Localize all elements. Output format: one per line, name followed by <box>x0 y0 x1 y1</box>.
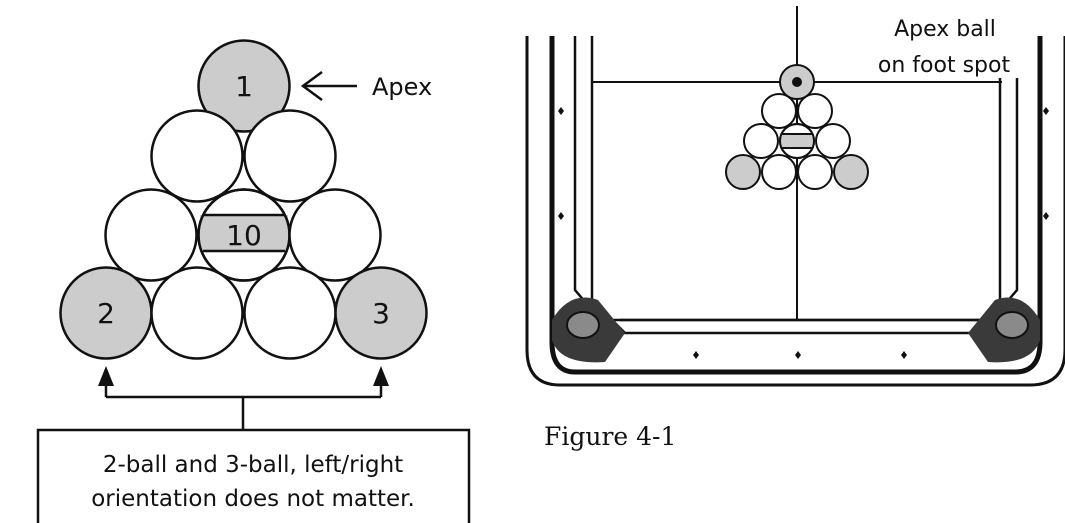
rack-balls: 1 10 <box>59 39 428 360</box>
foot-spot <box>792 77 802 87</box>
ball-row3-left <box>104 188 198 282</box>
ball-2-label: 2 <box>97 297 115 330</box>
ball-row2-right <box>243 109 337 203</box>
table-rack <box>725 64 869 190</box>
diamond-right-top <box>1043 107 1049 115</box>
ball-10-label: 10 <box>226 219 262 252</box>
apex-ball-label-line-2: on foot spot <box>878 53 1011 78</box>
rail-diamonds <box>558 107 1049 359</box>
table-ball-10-stripe <box>781 134 813 148</box>
ball-3: 3 <box>334 266 428 360</box>
pocket-left-hole <box>566 311 600 339</box>
note-line-1: 2-ball and 3-ball, left/right <box>103 452 403 478</box>
ball-3-label: 3 <box>372 297 390 330</box>
apex-ball-label-bg <box>872 6 1022 78</box>
diamond-right-bottom <box>1043 212 1049 220</box>
apex-arrow-head <box>300 70 323 102</box>
ball-3-circle <box>334 266 428 360</box>
ball-10: 10 <box>197 188 291 282</box>
table-ball-r4-mid-right <box>797 154 833 190</box>
table-inner-rail <box>549 36 1043 375</box>
table-ball-r4-mid-left <box>761 154 797 190</box>
ball-2: 2 <box>59 266 153 360</box>
apex-ball-label-line-1: Apex ball <box>894 17 996 42</box>
ball-row2-right-circle <box>243 109 337 203</box>
table-ball-3 <box>833 154 869 190</box>
cushion-bottom <box>608 318 989 335</box>
ball-row2-left-circle <box>150 109 244 203</box>
ball-row3-left-circle <box>104 188 198 282</box>
pocket-left <box>552 297 625 363</box>
ball-row4-mid-left-circle <box>150 266 244 360</box>
ball-1: 1 <box>197 39 291 133</box>
diamond-bottom-3 <box>901 351 907 359</box>
apex-pointer: Apex <box>300 70 432 102</box>
cushion-left <box>573 36 594 314</box>
ball-row3-right-circle <box>288 188 382 282</box>
pocket-right-hole <box>995 311 1029 339</box>
ball-row3-right <box>288 188 382 282</box>
table-ball-10-outline <box>779 123 815 159</box>
ball-1-circle <box>197 39 291 133</box>
diamond-left-top <box>558 107 564 115</box>
note-line-2: orientation does not matter. <box>91 486 415 512</box>
table-diagram: Apex ball on foot spot <box>525 6 1065 387</box>
ball-row4-mid-left <box>150 266 244 360</box>
bracket-right-arrowhead <box>373 366 389 386</box>
table-ball-r3-left <box>743 123 779 159</box>
ball-row2-left <box>150 109 244 203</box>
ball-1-label: 1 <box>235 70 253 103</box>
ball-row4-mid-right-circle <box>243 266 337 360</box>
note-box-outline <box>36 428 471 523</box>
figure-caption: Figure 4-1 <box>544 422 676 451</box>
rack-diagram: 1 10 <box>36 39 471 523</box>
ball-10-stripe <box>200 215 288 251</box>
table-outer-rail <box>525 36 1065 387</box>
diamond-bottom-2 <box>795 351 801 359</box>
table-ball-r2-right <box>797 93 833 129</box>
table-ball-r2-left <box>761 93 797 129</box>
orientation-bracket <box>98 366 389 430</box>
diamond-bottom-1 <box>693 351 699 359</box>
note-box: 2-ball and 3-ball, left/right orientatio… <box>36 428 471 523</box>
ball-row4-mid-right <box>243 266 337 360</box>
diamond-left-bottom <box>558 212 564 220</box>
apex-label: Apex <box>372 73 432 101</box>
table-ball-r3-right <box>815 123 851 159</box>
pocket-right <box>968 297 1040 363</box>
table-ball-2 <box>725 154 761 190</box>
bracket-left-arrowhead <box>98 366 114 386</box>
